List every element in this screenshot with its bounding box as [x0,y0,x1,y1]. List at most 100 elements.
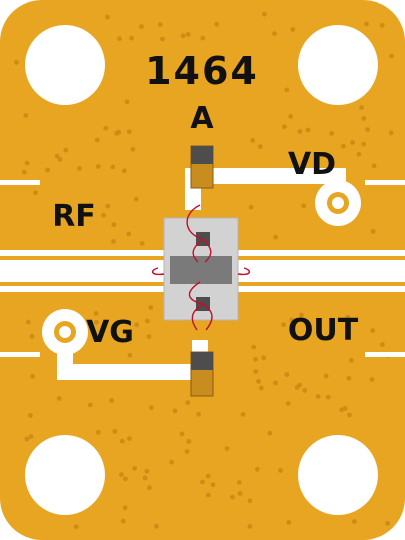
via-dot [119,472,124,477]
via-dot [45,167,50,173]
edge-tab-right-bottom [365,352,405,357]
via-dot [369,377,375,382]
via-dot [267,430,273,436]
via-dot [329,131,334,136]
via-dot [297,129,303,134]
via-dot [379,23,385,28]
via-dot [288,114,294,119]
via-dot [123,476,128,482]
via-dot [95,429,101,435]
via-dot [30,374,35,379]
via-dot [240,412,246,417]
via-dot [205,473,211,479]
via-dot [126,231,132,237]
via-dot [56,396,62,401]
via-dot [364,21,369,27]
via-dot [63,147,69,153]
via-dot [172,408,178,414]
rf-label: RF [52,199,96,234]
via-dot [247,524,253,529]
via-dot [258,385,264,391]
via-dot [148,405,154,410]
via-dot [146,334,152,339]
via-dot [33,190,38,196]
via-dot [134,322,140,328]
via-dot [388,130,394,136]
via-dot [87,402,93,408]
via-dot [385,520,391,526]
via-dot [25,319,31,325]
via-dot [299,312,304,318]
via-dot [200,479,205,485]
via-dot [121,168,127,174]
via-dot [214,21,220,27]
via-dot [24,160,30,166]
via-dot [185,400,191,405]
via-dot [302,388,308,393]
via-dot [284,372,290,377]
via-dot [80,210,85,216]
via-dot [286,520,292,525]
via-dot [142,475,148,481]
via-dot [205,492,211,498]
via-dot [256,379,261,384]
via-dot [306,327,312,333]
via-dot [105,14,110,20]
via-dot [284,87,290,93]
via-dot [380,342,385,347]
via-dot [111,239,116,244]
via-dot [110,325,116,331]
die-body [170,256,232,284]
via-dot [278,468,283,473]
out-label: OUT [288,313,359,348]
via-dot [323,373,329,379]
edge-tabs [0,180,405,357]
via-dot [325,394,331,400]
via-dot [132,466,138,471]
via-dot [57,157,63,162]
vg-label: VG [86,315,134,350]
via-dot [94,319,99,325]
mounting-hole-top-left [25,25,105,105]
via-dot [341,143,346,149]
via-dot [77,166,82,171]
via-dot [196,411,202,417]
via-dot [101,212,106,218]
via-dot [224,446,230,451]
via-dot [185,32,191,37]
via-dot [361,116,367,121]
via-dot [126,436,132,441]
via-dot [236,480,242,485]
via-dot [126,129,132,135]
via-dot [139,241,145,246]
via-dot [210,482,216,488]
via-dot [371,163,377,169]
via-dot [301,203,306,209]
via-dot [154,523,159,529]
via-dot [133,196,139,202]
via-dot [339,407,344,413]
via-dot [160,36,165,42]
vd-bias-trace [185,168,361,226]
via-dot [237,491,243,496]
via-dot [180,33,186,39]
via-dot [346,375,352,381]
via-dot [347,412,352,418]
via-dot [251,344,257,350]
via-dot [250,138,256,143]
via-dot [350,140,355,145]
mounting-hole-top-right [298,25,378,105]
via-dot [124,99,130,105]
via-dot [272,31,277,37]
mounting-hole-bottom-left [25,435,105,515]
via-dot [356,151,362,157]
via-dot [54,153,60,159]
via-dot [230,494,235,500]
mounting-hole-bottom-right [298,435,378,515]
via-dot [117,36,122,42]
via-dot [370,328,376,333]
via-dot [28,413,33,418]
via-dot [184,449,190,454]
part-number: 1464 [145,49,259,93]
via-dot [179,431,185,437]
